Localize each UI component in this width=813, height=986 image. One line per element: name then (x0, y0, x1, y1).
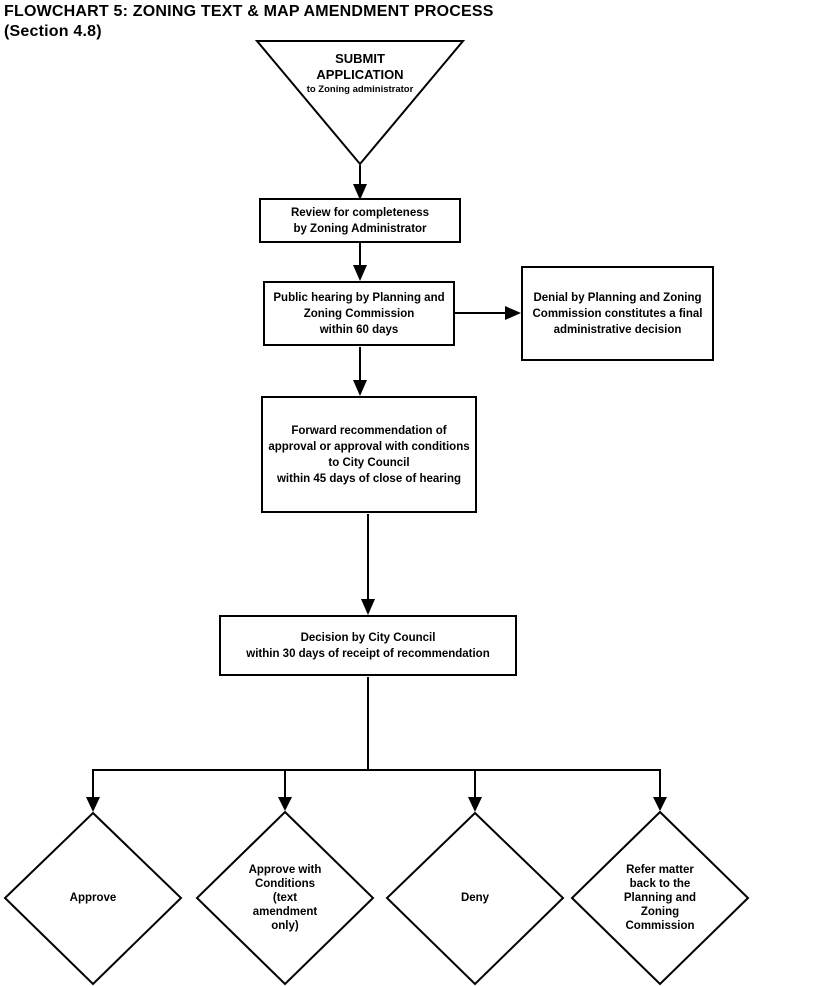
diamond-approve-with-conditions-shape (195, 810, 375, 986)
diamond-approve-shape (3, 811, 183, 986)
branch-drop-deny-head (468, 797, 482, 812)
outcome-approve-label: Approve (69, 892, 117, 904)
arrow-hearing-to-forward-head (353, 380, 367, 396)
diamond-refer-shape (570, 810, 750, 986)
arrow-forward-to-decision-head (361, 599, 375, 615)
arrow-submit-to-review-head (353, 184, 367, 200)
diamond-deny-shape (385, 811, 565, 986)
branch-drop-refer-head (653, 797, 667, 811)
arrow-review-to-hearing-head (353, 265, 367, 281)
branch-drop-approve-head (86, 797, 100, 812)
forward-recommendation-box: Forward recommendation of approval or ap… (261, 396, 477, 513)
submit-application-triangle-shape (254, 40, 466, 166)
city-council-decision-box: Decision by City Council within 30 days … (219, 615, 517, 676)
outcome-deny-label: Deny (460, 892, 490, 904)
flowchart-title: FLOWCHART 5: ZONING TEXT & MAP AMENDMENT… (4, 3, 494, 40)
branch-drop-conditions-head (278, 797, 292, 811)
submit-application-title: SUBMIT APPLICATION (316, 51, 404, 82)
submit-application-label: SUBMIT APPLICATION to Zoning administrat… (265, 51, 455, 95)
arrow-hearing-to-denial-head (505, 306, 521, 320)
denial-final-decision-box: Denial by Planning and Zoning Commission… (521, 266, 714, 361)
submit-application-subtitle: to Zoning administrator (306, 84, 414, 95)
public-hearing-box: Public hearing by Planning and Zoning Co… (263, 281, 455, 346)
review-completeness-box: Review for completeness by Zoning Admini… (259, 198, 461, 243)
outcome-refer-label: Refer matter back to the Planning and Zo… (623, 864, 697, 932)
outcome-approve-with-conditions-label: Approve with Conditions (text amendment … (248, 864, 322, 932)
